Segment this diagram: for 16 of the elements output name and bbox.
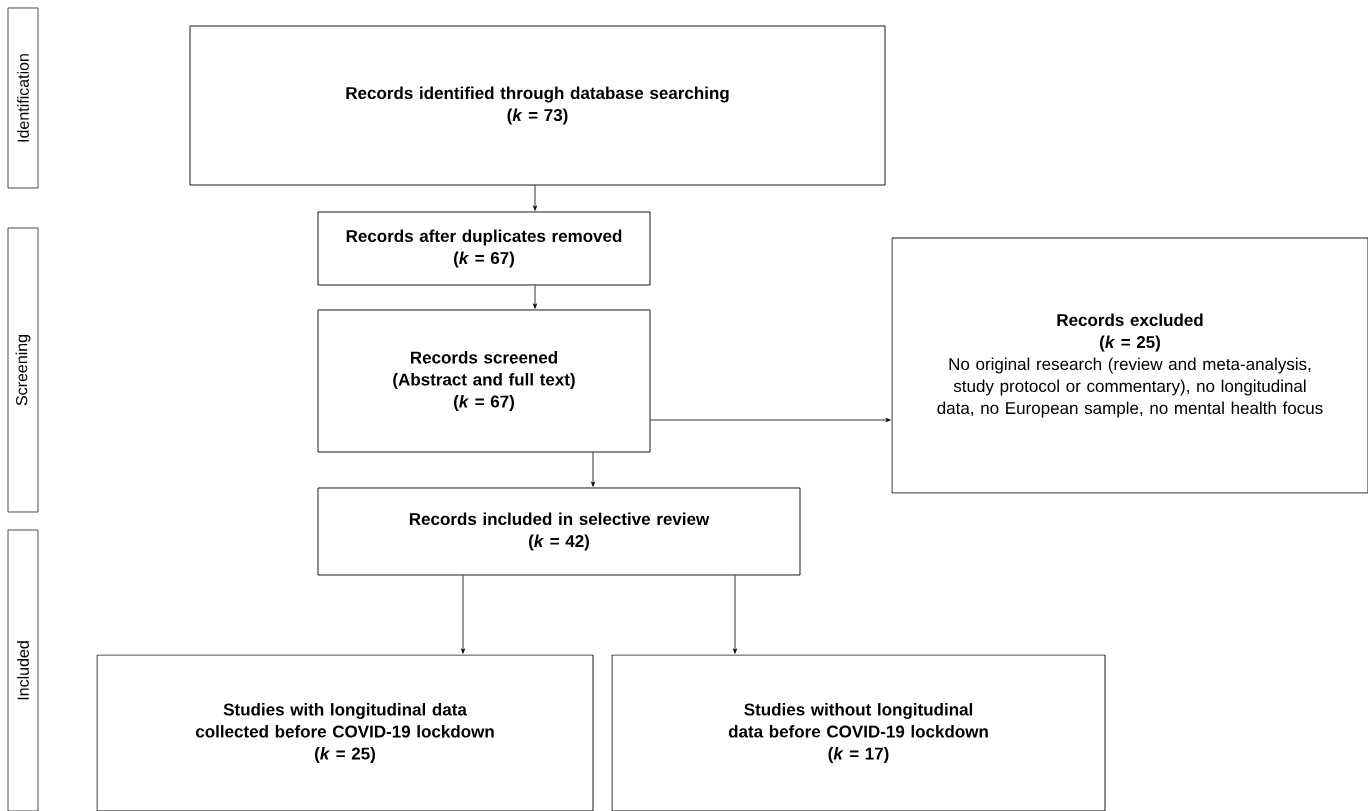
process-box: Records included in selective review (k = 42)	[317, 487, 801, 576]
arrow	[461, 575, 465, 654]
arrow	[733, 575, 737, 654]
stage-label: Screening	[7, 227, 39, 513]
process-box: Studies with longitudinal data collected before COVID-19 lockdown (k = 25)	[96, 654, 594, 811]
process-box: Records screened (Abstract and full text) (k = 67)	[317, 309, 651, 453]
process-box: Records identified through database searching (k = 73)	[189, 25, 886, 186]
arrow	[591, 452, 595, 487]
process-box: Records after duplicates removed (k = 67)	[317, 211, 651, 286]
arrow	[533, 285, 537, 309]
process-box: Records excluded (k = 25) No original research (review and meta-analysis, study protocol or commentary), no longitudinal data, no European sample, no mental health focus	[891, 237, 1368, 494]
arrow	[533, 185, 537, 211]
stage-label: Included	[7, 529, 39, 811]
stage-label: Identification	[7, 7, 39, 189]
arrow	[650, 418, 891, 422]
process-box: Studies without longitudinal data before COVID-19 lockdown (k = 17)	[611, 654, 1106, 811]
